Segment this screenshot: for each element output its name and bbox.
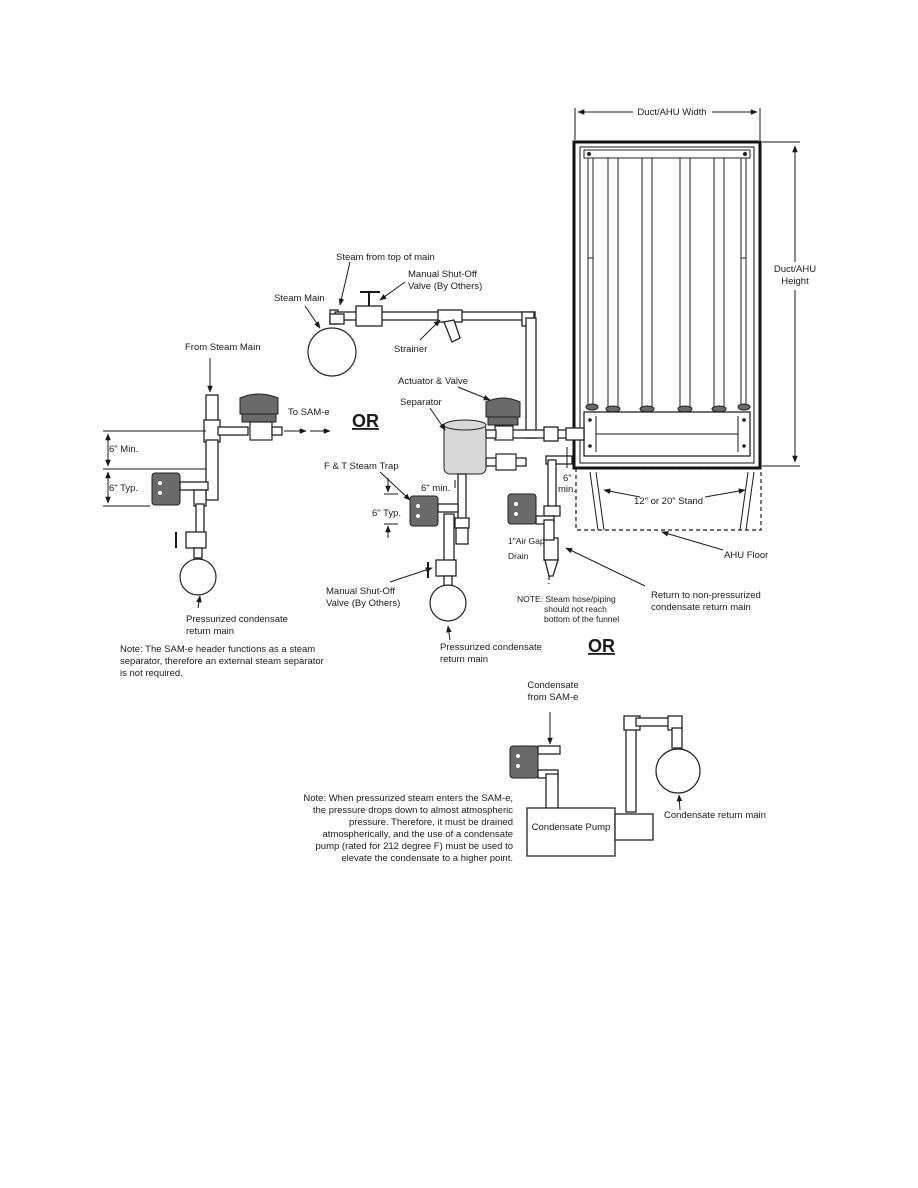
or-label-2: OR (588, 636, 615, 656)
steam-from-top-label: Steam from top of main (336, 252, 435, 263)
note-pump-label-4: atmospherically, and the use of a conden… (323, 829, 513, 840)
six-typ-mid-label: 6" Typ. (372, 508, 401, 519)
condensate-return-main-label: Condensate return main (664, 810, 766, 821)
from-steam-main-label: From Steam Main (185, 342, 261, 353)
condensate-pump-assembly (509, 712, 701, 857)
six-typ-left-label: 6" Typ. (109, 483, 138, 494)
note-pump-label-3: pressure. Therefore, it must be drained (349, 817, 513, 828)
duct-height-label-2: Height (781, 276, 809, 287)
return-nonpress-label-1: Return to non-pressurized (651, 590, 761, 601)
note-header-label-2: separator, therefore an external steam s… (120, 656, 324, 667)
note-hose-label-2: should not reach (544, 604, 607, 614)
return-nonpress-label-2: condensate return main (651, 602, 751, 613)
pressurized-left-label-1: Pressurized condensate (186, 614, 288, 625)
condensate-from-label-1: Condensate (527, 680, 578, 691)
six-min-right-label-2: min. (558, 484, 576, 495)
to-sam-e-label: To SAM-e (288, 407, 330, 418)
duct-height-label-1: Duct/AHU (774, 264, 816, 275)
note-pump-label-2: the pressure drops down to almost atmosp… (313, 805, 513, 816)
pressurized-mid-label-1: Pressurized condensate (440, 642, 542, 653)
steam-main-label: Steam Main (274, 293, 325, 304)
strainer-label: Strainer (394, 344, 427, 355)
drain-label: Drain (508, 551, 529, 561)
duct-width-label: Duct/AHU Width (637, 107, 706, 118)
note-hose-label-3: bottom of the funnel (544, 614, 619, 624)
ahu-floor-label: AHU Floor (724, 550, 768, 561)
note-pump-label-6: elevate the condensate to a higher point… (341, 853, 513, 864)
or-label-1: OR (352, 411, 379, 431)
actuator-valve-label: Actuator & Valve (398, 376, 468, 387)
manual-valve-top-label-2: Valve (By Others) (408, 281, 482, 292)
six-min-mid-label: 6" min. (421, 483, 450, 494)
note-pump-label-5: pump (rated for 212 degree F) must be us… (316, 841, 514, 852)
stand-label: 12" or 20" Stand (634, 496, 703, 507)
pressurized-left-label-2: return main (186, 626, 234, 637)
condensate-pump-label: Condensate Pump (532, 822, 611, 833)
ft-trap-label: F & T Steam Trap (324, 461, 399, 472)
middle-steam-assembly (304, 261, 646, 641)
note-hose-label-1: NOTE: Steam hose/piping (517, 594, 616, 604)
note-header-label-1: Note: The SAM-e header functions as a st… (120, 644, 315, 655)
air-gap-label: 1"Air Gap (508, 536, 545, 546)
separator-label: Separator (400, 397, 442, 408)
manual-valve-bottom-label-1: Manual Shut-Off (326, 586, 395, 597)
pressurized-mid-label-2: return main (440, 654, 488, 665)
manual-valve-top-label-1: Manual Shut-Off (408, 269, 477, 280)
six-min-left-label: 6" Min. (109, 444, 138, 455)
six-min-right-label-1: 6" (563, 473, 572, 484)
note-pump-label-1: Note: When pressurized steam enters the … (303, 793, 513, 804)
ahu-unit (572, 108, 800, 551)
left-sam-header-assembly (103, 358, 307, 609)
note-header-label-3: is not required. (120, 668, 183, 679)
condensate-from-label-2: from SAM-e (528, 692, 579, 703)
manual-valve-bottom-label-2: Valve (By Others) (326, 598, 400, 609)
